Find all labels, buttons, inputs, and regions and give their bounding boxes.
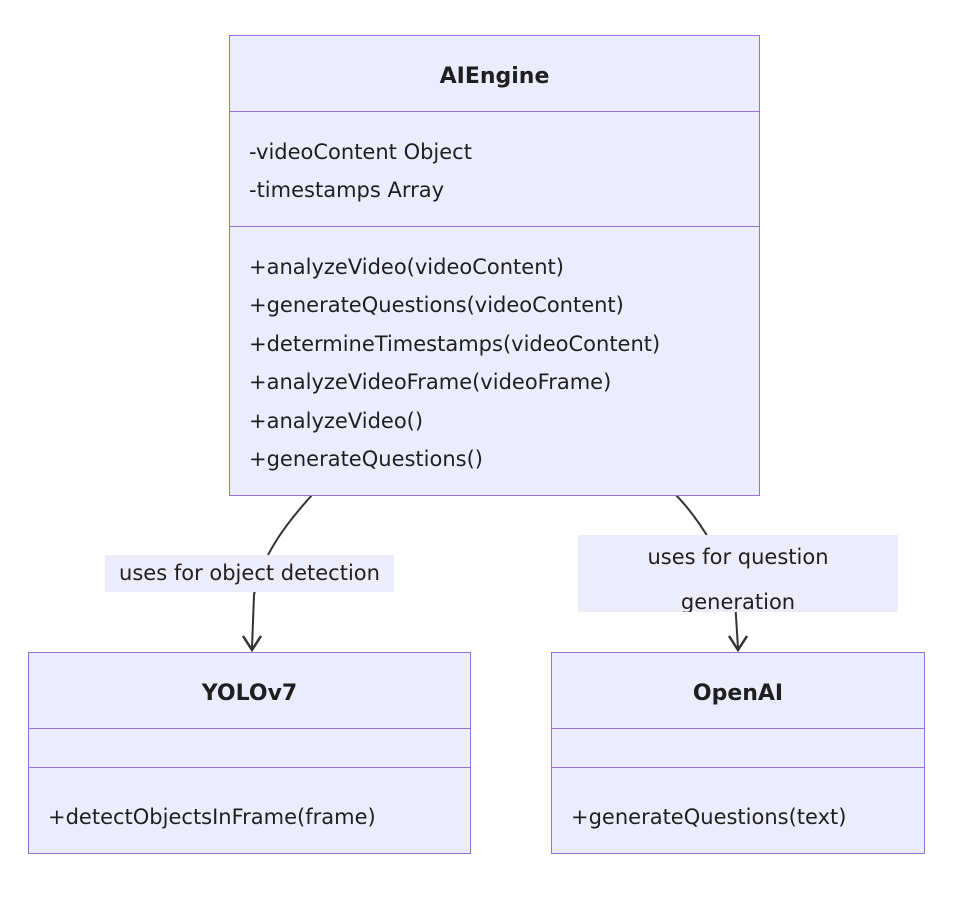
attribute: -videoContent Object [249, 140, 472, 164]
divider [29, 767, 470, 768]
method: +generateQuestions(text) [571, 805, 847, 829]
edge-label-object-detection: uses for object detection [105, 555, 394, 592]
method: +generateQuestions(videoContent) [249, 293, 624, 317]
arrowhead-yolo [241, 635, 263, 653]
divider [552, 728, 924, 729]
method: +determineTimestamps(videoContent) [249, 332, 661, 356]
class-yolov7[interactable]: YOLOv7 +detectObjectsInFrame(frame) [28, 652, 471, 854]
class-name: AIEngine [439, 64, 550, 89]
class-aiengine[interactable]: AIEngine -videoContent Object -timestamp… [229, 35, 760, 496]
divider [230, 226, 759, 227]
method: +generateQuestions() [249, 447, 483, 471]
class-name: YOLOv7 [201, 681, 298, 706]
attribute: -timestamps Array [249, 178, 445, 202]
divider [552, 767, 924, 768]
edge-label-line: uses for question [647, 545, 829, 569]
edge-label-text: uses for object detection [119, 561, 380, 585]
arrowhead-openai [727, 635, 749, 653]
edge-label-line: generation [680, 590, 796, 612]
method: +analyzeVideoFrame(videoFrame) [249, 370, 612, 394]
method: +analyzeVideo(videoContent) [249, 255, 564, 279]
class-openai[interactable]: OpenAI +generateQuestions(text) [551, 652, 925, 854]
edge-label-question-generation: uses for question generation [578, 535, 898, 612]
divider [230, 111, 759, 112]
divider [29, 728, 470, 729]
method: +detectObjectsInFrame(frame) [48, 805, 376, 829]
method: +analyzeVideo() [249, 409, 424, 433]
class-name: OpenAI [692, 681, 784, 706]
